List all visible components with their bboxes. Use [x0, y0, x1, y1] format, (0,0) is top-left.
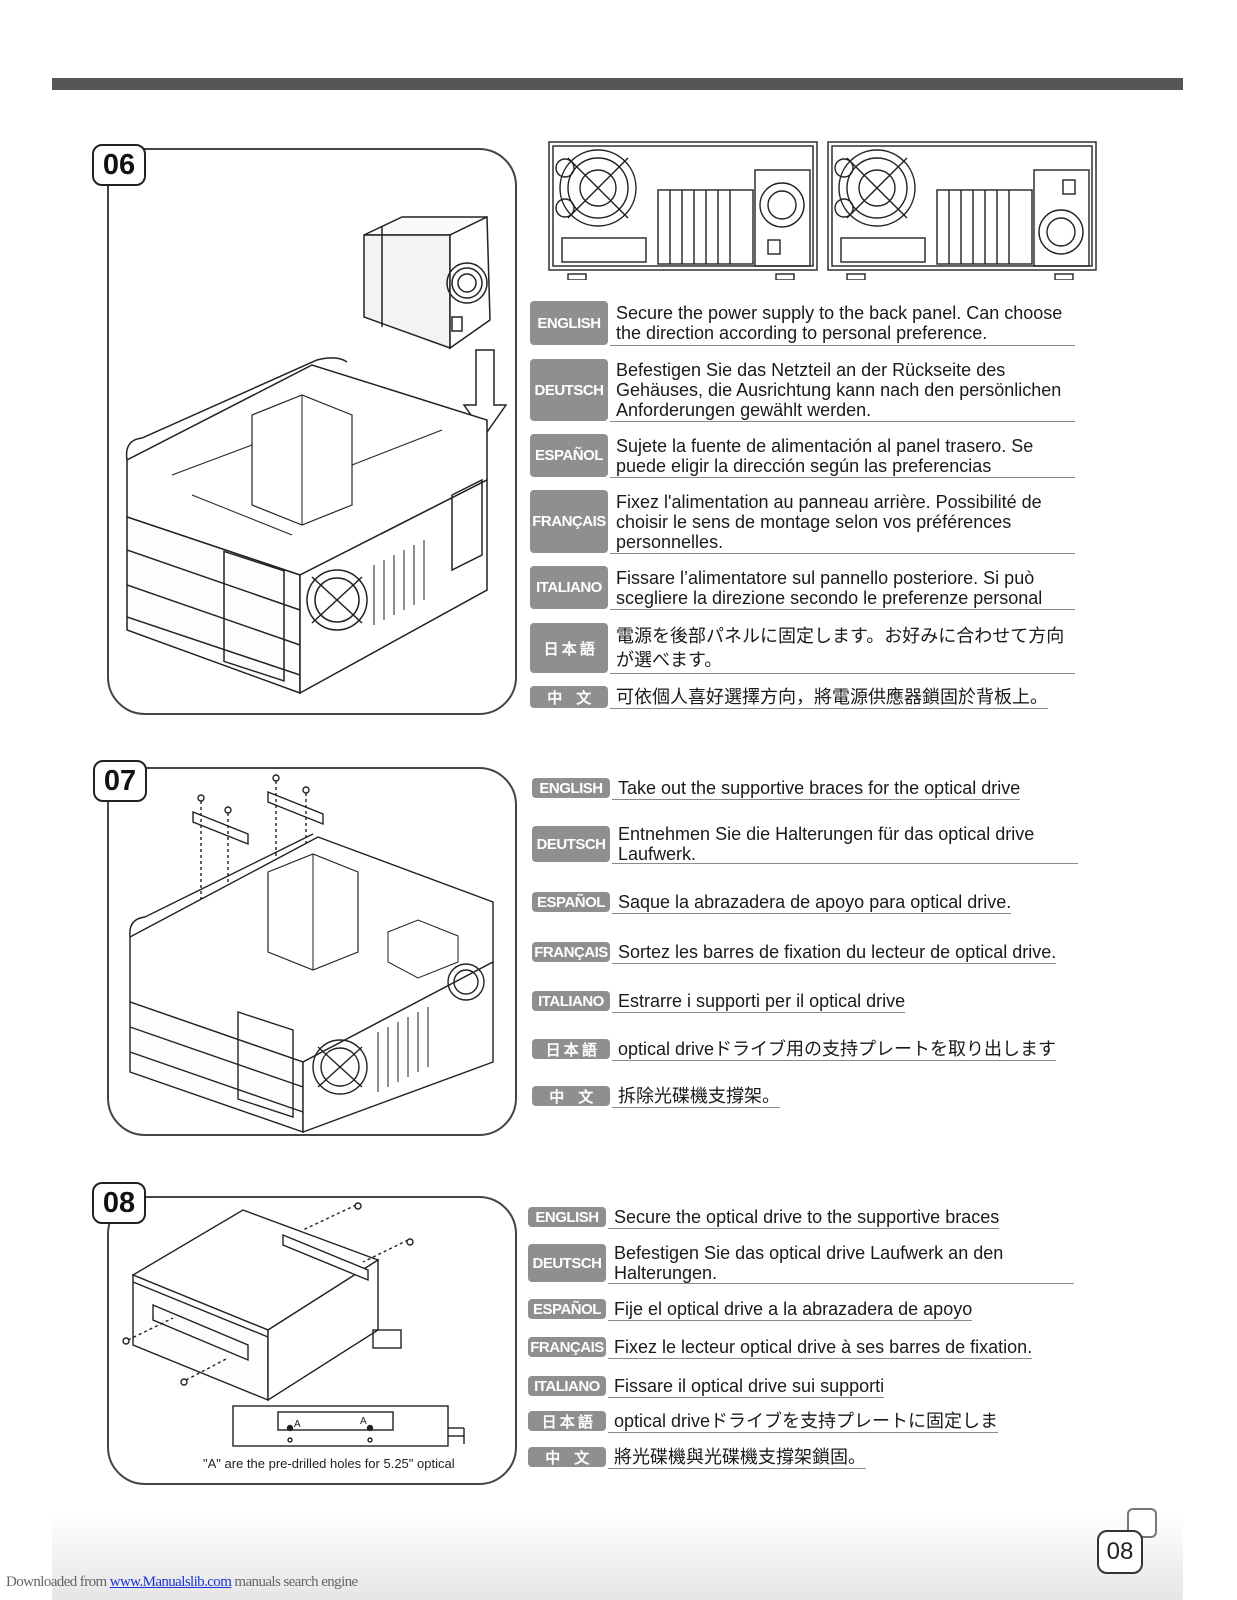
instruction-row-japanese: 日 本 語 optical driveドライブを支持プレートに固定しま	[528, 1409, 999, 1433]
instruction-text-deutsch: Befestigen Sie das Netzteil an der Rücks…	[616, 360, 1062, 420]
instruction-text-francais: Fixez le lecteur optical drive à ses bar…	[614, 1337, 1033, 1357]
step-08-caption: "A" are the pre-drilled holes for 5.25" …	[203, 1456, 455, 1471]
step-06-rear-panel-views	[548, 141, 1097, 280]
instruction-row-chinese: 中 文 將光碟機與光碟機支撐架鎖固。	[528, 1445, 866, 1469]
lang-badge-francais: FRANÇAIS	[532, 942, 610, 962]
page-number: 08	[1097, 1530, 1143, 1574]
manualslib-link[interactable]: www.Manualslib.com	[109, 1574, 232, 1590]
instruction-text-italiano: Fissare l’alimentatore sul pannello post…	[616, 567, 1043, 608]
instruction-text-english: Secure the power supply to the back pane…	[616, 303, 1063, 343]
instruction-row-japanese: 日 本 語 電源を後部パネルに固定します。お好みに合わせて方向が選べます。	[530, 622, 1075, 674]
hole-label-a-left: A	[294, 1419, 301, 1430]
instruction-row-italiano: ITALIANO Fissare il optical drive sui su…	[528, 1374, 885, 1398]
step-06-case-psu-illustration	[125, 215, 507, 695]
hole-label-a-right: A	[360, 1416, 367, 1427]
instruction-row-italiano: ITALIANO Fissare l’alimentatore sul pann…	[530, 565, 1075, 610]
instruction-row-english: ENGLISH Secure the power supply to the b…	[530, 300, 1075, 346]
lang-badge-deutsch: DEUTSCH	[530, 359, 608, 421]
instruction-text-espanol: Saque la abrazadera de apoyo para optica…	[618, 892, 1012, 912]
instruction-row-francais: FRANÇAIS Fixez le lecteur optical drive …	[528, 1335, 1033, 1359]
instruction-row-chinese: 中 文 拆除光碟機支撐架。	[532, 1084, 780, 1108]
lang-badge-chinese: 中 文	[528, 1447, 606, 1467]
instruction-text-chinese: 將光碟機與光碟機支撐架鎖固。	[614, 1447, 866, 1467]
instruction-text-english: Secure the optical drive to the supporti…	[614, 1207, 1000, 1227]
step-07-number: 07	[93, 760, 147, 802]
instruction-text-chinese: 拆除光碟機支撐架。	[618, 1086, 780, 1106]
instruction-text-japanese: optical driveドライブを支持プレートに固定しま	[614, 1411, 999, 1431]
instruction-text-espanol: Sujete la fuente de alimentación al pane…	[616, 435, 1034, 476]
instruction-text-chinese: 可依個人喜好選擇方向，將電源供應器鎖固於背板上。	[616, 687, 1048, 707]
lang-badge-japanese: 日 本 語	[528, 1411, 606, 1431]
instruction-row-espanol: ESPAÑOL Saque la abrazadera de apoyo par…	[532, 890, 1012, 914]
lang-badge-english: ENGLISH	[528, 1207, 606, 1227]
instruction-text-italiano: Fissare il optical drive sui supporti	[614, 1376, 885, 1396]
lang-badge-english: ENGLISH	[530, 301, 608, 345]
step-07-case-braces-illustration	[129, 774, 494, 1134]
instruction-text-deutsch: Entnehmen Sie die Halterungen für das op…	[618, 824, 1035, 864]
lang-badge-japanese: 日 本 語	[532, 1039, 610, 1059]
lang-badge-deutsch: DEUTSCH	[532, 826, 610, 862]
instruction-row-francais: FRANÇAIS Fixez l'alimentation au panneau…	[530, 489, 1075, 554]
step-08-number: 08	[92, 1182, 146, 1224]
lang-badge-italiano: ITALIANO	[528, 1376, 606, 1396]
lang-badge-francais: FRANÇAIS	[530, 490, 608, 553]
instruction-text-english: Take out the supportive braces for the o…	[618, 778, 1021, 798]
instruction-text-francais: Sortez les barres de fixation du lecteur…	[618, 942, 1057, 962]
instruction-row-english: ENGLISH Take out the supportive braces f…	[532, 776, 1021, 800]
instruction-text-japanese: 電源を後部パネルに固定します。お好みに合わせて方向が選べます。	[616, 626, 1065, 670]
instruction-row-italiano: ITALIANO Estrarre i supporti per il opti…	[532, 989, 906, 1013]
page-corner-tab	[1127, 1508, 1157, 1538]
instruction-row-deutsch: DEUTSCH Befestigen Sie das Netzteil an d…	[530, 358, 1075, 422]
download-attribution: Downloaded from www.Manualslib.com manua…	[6, 1574, 358, 1591]
instruction-text-espanol: Fije el optical drive a la abrazadera de…	[614, 1299, 973, 1319]
lang-badge-deutsch: DEUTSCH	[528, 1244, 606, 1282]
download-suffix: manuals search engine	[231, 1574, 358, 1590]
instruction-row-japanese: 日 本 語 optical driveドライブ用の支持プレートを取り出します	[532, 1037, 1057, 1061]
lang-badge-chinese: 中 文	[532, 1086, 610, 1106]
lang-badge-english: ENGLISH	[532, 778, 610, 798]
instruction-text-francais: Fixez l'alimentation au panneau arrière.…	[616, 491, 1042, 552]
instruction-row-francais: FRANÇAIS Sortez les barres de fixation d…	[532, 940, 1057, 964]
lang-badge-italiano: ITALIANO	[532, 991, 610, 1011]
instruction-row-deutsch: DEUTSCH Befestigen Sie das optical drive…	[528, 1242, 1074, 1284]
download-prefix: Downloaded from	[6, 1574, 110, 1590]
step-08-optical-drive-illustration: A A	[122, 1202, 465, 1447]
lang-badge-japanese: 日 本 語	[530, 623, 608, 673]
instruction-row-espanol: ESPAÑOL Fije el optical drive a la abraz…	[528, 1297, 973, 1321]
instruction-text-japanese: optical driveドライブ用の支持プレートを取り出します	[618, 1039, 1057, 1059]
lang-badge-francais: FRANÇAIS	[528, 1337, 606, 1357]
lang-badge-italiano: ITALIANO	[530, 566, 608, 609]
instruction-row-espanol: ESPAÑOL Sujete la fuente de alimentación…	[530, 433, 1075, 478]
lang-badge-espanol: ESPAÑOL	[532, 892, 610, 912]
instruction-row-deutsch: DEUTSCH Entnehmen Sie die Halterungen fü…	[532, 824, 1078, 864]
step-06-number: 06	[92, 144, 146, 186]
instruction-text-deutsch: Befestigen Sie das optical drive Laufwer…	[614, 1243, 1004, 1283]
instruction-text-italiano: Estrarre i supporti per il optical drive	[618, 991, 906, 1011]
top-header-bar	[52, 78, 1183, 90]
lang-badge-chinese: 中 文	[530, 686, 608, 708]
footer-gradient	[52, 1513, 1183, 1600]
instruction-row-english: ENGLISH Secure the optical drive to the …	[528, 1205, 1000, 1229]
instruction-row-chinese: 中 文 可依個人喜好選擇方向，將電源供應器鎖固於背板上。	[530, 685, 1048, 709]
lang-badge-espanol: ESPAÑOL	[528, 1299, 606, 1319]
lang-badge-espanol: ESPAÑOL	[530, 434, 608, 477]
